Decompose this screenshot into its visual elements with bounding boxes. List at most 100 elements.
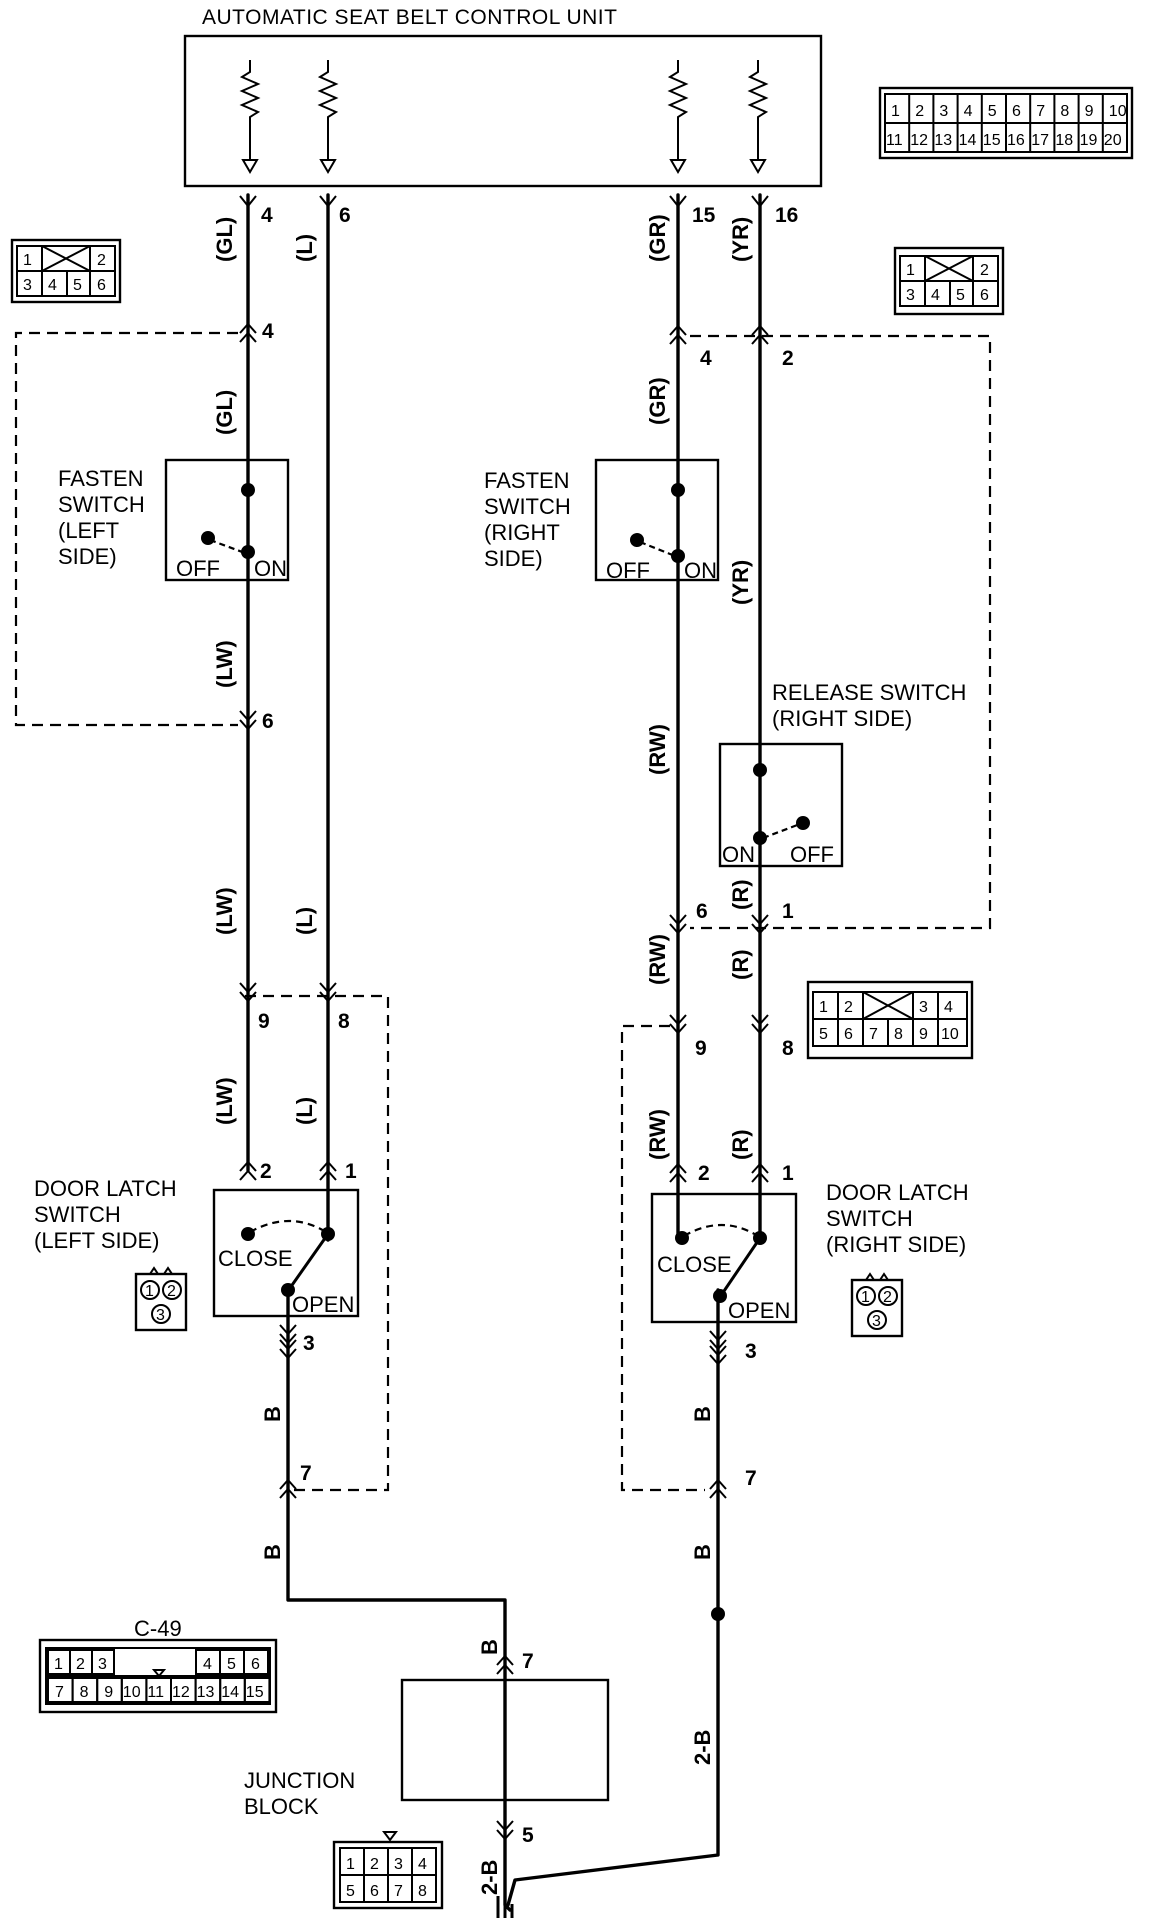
cu-conn-pin-11: 11	[886, 132, 903, 149]
fasten-right-line3: (RIGHT	[484, 520, 560, 545]
cu-wire-forks	[239, 195, 769, 208]
seat-connector-left-icon: 1 2 3 4 5 6	[10, 238, 122, 304]
pin-right-7: 7	[745, 1467, 757, 1490]
connector-chevron	[751, 914, 769, 935]
cu-pin-4: 4	[261, 204, 273, 227]
jb-pin-4: 4	[418, 1856, 427, 1873]
junction-block-line1: JUNCTION	[244, 1768, 355, 1793]
wire-label-l-1: (L)	[292, 234, 317, 262]
wire-label-gr-1: (GR)	[645, 214, 670, 262]
mid-pin-5: 5	[819, 1026, 828, 1043]
ground-icon	[496, 1896, 514, 1918]
wire-label-2b-2: 2-B	[477, 1860, 502, 1895]
cu-conn-pin-13: 13	[934, 132, 952, 149]
c49-pin-5: 5	[227, 1656, 236, 1673]
connector-chevron	[669, 914, 687, 935]
pin-left-8: 8	[338, 1010, 350, 1033]
seat-left-pin-6: 6	[97, 277, 106, 294]
c49-pin-9: 9	[104, 1684, 113, 1701]
connector-chevron	[279, 1324, 297, 1345]
connector-chevron	[239, 982, 257, 1003]
latch-left-conn-1: 1	[145, 1283, 154, 1300]
seat-left-pin-4: 4	[48, 277, 57, 294]
cu-conn-pin-1: 1	[891, 103, 900, 120]
latch-right-conn-1: 1	[861, 1289, 870, 1306]
wire-label-l-2: (L)	[292, 907, 317, 935]
c49-pin-15: 15	[246, 1684, 264, 1701]
seat-right-pin-4: 4	[931, 287, 940, 304]
mid-pin-3: 3	[919, 999, 928, 1016]
c49-pin-6: 6	[251, 1656, 260, 1673]
connector-chevron	[751, 1162, 769, 1183]
latch-left-close: CLOSE	[218, 1246, 293, 1271]
c49-pin-12: 12	[172, 1684, 190, 1701]
latch-connector-right-icon: 1 2 3	[850, 1272, 904, 1338]
pin-jb-7: 7	[522, 1650, 534, 1673]
door-latch-switch-right: CLOSE OPEN DOOR LATCH SWITCH (RIGHT SIDE…	[650, 1180, 969, 1324]
junction-block-connector-icon: 1 2 3 4 5 6 7 8	[332, 1831, 444, 1910]
connector-chevron	[751, 1014, 769, 1035]
cu-conn-pin-9: 9	[1085, 103, 1094, 120]
door-latch-switch-left: CLOSE OPEN DOOR LATCH SWITCH (LEFT SIDE)	[34, 1176, 360, 1318]
cu-conn-pin-3: 3	[939, 103, 948, 120]
c49-pin-1: 1	[54, 1656, 63, 1673]
connector-chevron	[239, 710, 257, 731]
c49-pin-7: 7	[55, 1684, 64, 1701]
pin-jb-5: 5	[522, 1824, 534, 1847]
control-unit-title: AUTOMATIC SEAT BELT CONTROL UNIT	[202, 6, 617, 29]
release-switch-right: ON OFF RELEASE SWITCH (RIGHT SIDE)	[718, 680, 966, 868]
latch-left-conn-3: 3	[156, 1307, 165, 1324]
fasten-switch-left: OFF ON FASTEN SWITCH (LEFT SIDE)	[58, 458, 290, 582]
jb-pin-7: 7	[394, 1883, 403, 1900]
release-right-off: OFF	[790, 842, 834, 867]
jb-pin-6: 6	[370, 1883, 379, 1900]
wire-label-r-2: (R)	[728, 949, 753, 980]
pin-latch-left-3: 3	[303, 1332, 315, 1355]
seat-right-pin-5: 5	[956, 287, 965, 304]
latch-right-line2: SWITCH	[826, 1206, 913, 1231]
cu-conn-pin-20: 20	[1104, 132, 1122, 149]
fasten-left-line3: (LEFT	[58, 518, 119, 543]
seat-left-pin-5: 5	[73, 277, 82, 294]
junction-block-line2: BLOCK	[244, 1794, 319, 1819]
connector-chevron	[751, 324, 769, 345]
pin-right-8: 8	[782, 1037, 794, 1060]
cu-conn-pin-15: 15	[983, 132, 1001, 149]
pin-right-9: 9	[695, 1037, 707, 1060]
cu-conn-pin-10: 10	[1109, 103, 1127, 120]
fasten-right-line2: SWITCH	[484, 494, 571, 519]
pin-left-6: 6	[262, 710, 274, 733]
wire-label-r-1: (R)	[728, 879, 753, 910]
fasten-right-line4: SIDE)	[484, 546, 543, 571]
wire-label-rw-3: (RW)	[645, 1109, 670, 1160]
resistor-pin4	[239, 60, 261, 174]
control-unit-box	[183, 34, 823, 188]
fasten-right-on: ON	[684, 558, 717, 583]
cu-pin-15: 15	[692, 204, 716, 227]
seat-left-pin-1: 1	[23, 252, 32, 269]
wire-label-gl-2: (GL)	[212, 390, 237, 435]
mid-pin-8: 8	[894, 1026, 903, 1043]
latch-left-conn-2: 2	[167, 1283, 176, 1300]
release-right-line1: RELEASE SWITCH	[772, 680, 966, 705]
cu-conn-pin-16: 16	[1007, 132, 1025, 149]
seat-right-pin-6: 6	[980, 287, 989, 304]
pin-right-6: 6	[696, 900, 708, 923]
pin-right-4: 4	[700, 347, 712, 370]
fasten-right-line1: FASTEN	[484, 468, 570, 493]
resistor-pin6	[317, 60, 339, 174]
wires	[246, 193, 762, 1912]
wire-label-rw-2: (RW)	[645, 934, 670, 985]
junction-block: JUNCTION BLOCK	[244, 1678, 610, 1819]
connector-chevron	[669, 324, 687, 345]
wire-label-yr-2: (YR)	[728, 560, 753, 605]
connector-chevron	[239, 1160, 257, 1181]
c49-label: C-49	[134, 1616, 182, 1641]
latch-left-line2: SWITCH	[34, 1202, 121, 1227]
fasten-switch-right: OFF ON FASTEN SWITCH (RIGHT SIDE)	[484, 458, 720, 583]
connector-chevron	[239, 322, 257, 343]
left-seat-dashed-enclosure	[14, 331, 238, 727]
fasten-right-off: OFF	[606, 558, 650, 583]
pin-right-1: 1	[782, 900, 794, 923]
cu-conn-pin-19: 19	[1080, 132, 1098, 149]
